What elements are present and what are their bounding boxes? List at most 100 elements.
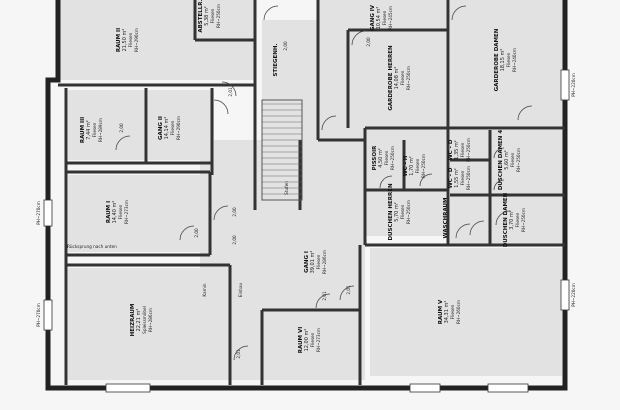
room-floor: Fliesen	[415, 158, 420, 173]
room-height: RH~250cm	[390, 146, 395, 170]
room-height: RH~286cm	[322, 250, 327, 274]
window-tag: PH~220cm	[571, 73, 576, 97]
room-name: GANG IV	[370, 4, 376, 31]
room-name: WC - D	[448, 139, 454, 160]
room-name: GARDEROBE DAMEN	[494, 28, 500, 91]
room-area: 34,31 m²	[444, 301, 450, 324]
room-floor: Fliesen	[92, 122, 97, 137]
room-name: HEIZRAUM	[130, 304, 136, 337]
room-height: RH~273cm	[124, 200, 129, 224]
room-floor: Fliesen	[460, 142, 465, 157]
door-tag: 2,00	[119, 123, 124, 133]
door-tag-text: 2,00	[119, 123, 124, 133]
door-tag-text: 2,00	[283, 41, 288, 51]
door-swings	[115, 5, 533, 361]
room-label-stiege: STIEGENH.	[273, 43, 279, 76]
room-floor: Fliesen	[210, 8, 215, 23]
room-floor: Fliesen	[400, 70, 405, 85]
room-floor: Fliesen	[506, 52, 511, 67]
room-name: STIEGENH.	[273, 43, 279, 76]
outer-walls	[45, 0, 568, 391]
door-tag-text: 2,01	[236, 349, 241, 359]
room-height: RH~250cm	[406, 200, 411, 224]
door-tag-text: 2,01	[346, 285, 351, 295]
room-area: 7,44 m²	[86, 120, 92, 140]
door-tag-text: 2,00	[232, 207, 237, 217]
note-ruecksprung: Rücksprung nach unten	[67, 244, 117, 249]
door-tag: 2,00	[232, 207, 237, 217]
room-floor: Fliesen	[384, 150, 389, 165]
room-area: 1,70 m²	[409, 156, 415, 176]
room-label-waschraum: WASCHRAUM	[443, 198, 449, 239]
room-name: RAUM III	[80, 117, 86, 143]
room-height: RH~260cm	[456, 300, 461, 324]
room-floor: Spleissmöbel	[142, 306, 147, 334]
room-name: RAUM II	[116, 28, 122, 52]
room-area: 12,00 m²	[304, 329, 310, 352]
windows	[43, 69, 570, 393]
staircase	[262, 103, 302, 195]
room-height: RH~250cm	[216, 4, 221, 28]
room-name: ABSTELLR.	[198, 0, 204, 33]
room-floor: Fliesen	[170, 120, 175, 135]
room-name: DUSCHEN DAMEN	[503, 192, 509, 247]
room-floor: Fliesen	[450, 304, 455, 319]
window-tag-text: PH~270cm	[36, 201, 41, 225]
room-height: RH~250cm	[421, 154, 426, 178]
note-text: Rücksprung nach unten	[67, 244, 117, 249]
room-name: WC - H	[403, 155, 409, 176]
room-floor: Fliesen	[515, 212, 520, 227]
note-einbau: Einbau	[238, 282, 243, 297]
door-tag: 2,01	[236, 349, 241, 359]
room-height: RH~290cm	[134, 28, 139, 52]
room-name: GANG I	[304, 251, 310, 273]
room-height: RH~289cm	[98, 118, 103, 142]
note-text: Einbau	[238, 282, 243, 297]
room-floor: Fliesen	[460, 170, 465, 185]
window-tag-text: PH~220cm	[571, 73, 576, 97]
room-name: WC - D	[448, 167, 454, 188]
room-height: RH~250cm	[521, 208, 526, 232]
room-area: 3,70 m²	[509, 210, 515, 230]
door-tag: 2,01	[322, 291, 327, 301]
room-fills	[58, 0, 565, 380]
door-tag: 2,00	[232, 235, 237, 245]
room-area: 14,40 m²	[112, 201, 118, 224]
door-tag-text: 2,00	[232, 235, 237, 245]
room-name: DUSCHEN HERREN	[388, 183, 394, 240]
room-floor: Fliesen	[128, 32, 133, 47]
room-height: RH~250cm	[516, 148, 521, 172]
room-name: RAUM V	[438, 299, 444, 324]
door-tag-text: 2,01	[322, 291, 327, 301]
room-area: 10,54 m²	[376, 7, 382, 30]
room-height: RH~250cm	[466, 138, 471, 162]
room-height: RH~245cm	[388, 6, 393, 30]
room-area: 5,60 m²	[504, 150, 510, 170]
room-area: 4,50 m²	[378, 148, 384, 168]
room-area: 39,01 m²	[310, 251, 316, 274]
room-area: 22,21 m²	[136, 309, 142, 332]
door-tag: 2,01	[346, 285, 351, 295]
room-area: 14,08 m²	[394, 67, 400, 90]
room-name: GANG II	[158, 116, 164, 140]
note-kamin: Kamin	[202, 283, 207, 296]
room-floor: Fliesen	[400, 204, 405, 219]
door-tags: 2,012,002,002,002,002,012,012,012,002,00…	[36, 37, 576, 359]
door-tag: 2,01	[228, 87, 233, 97]
